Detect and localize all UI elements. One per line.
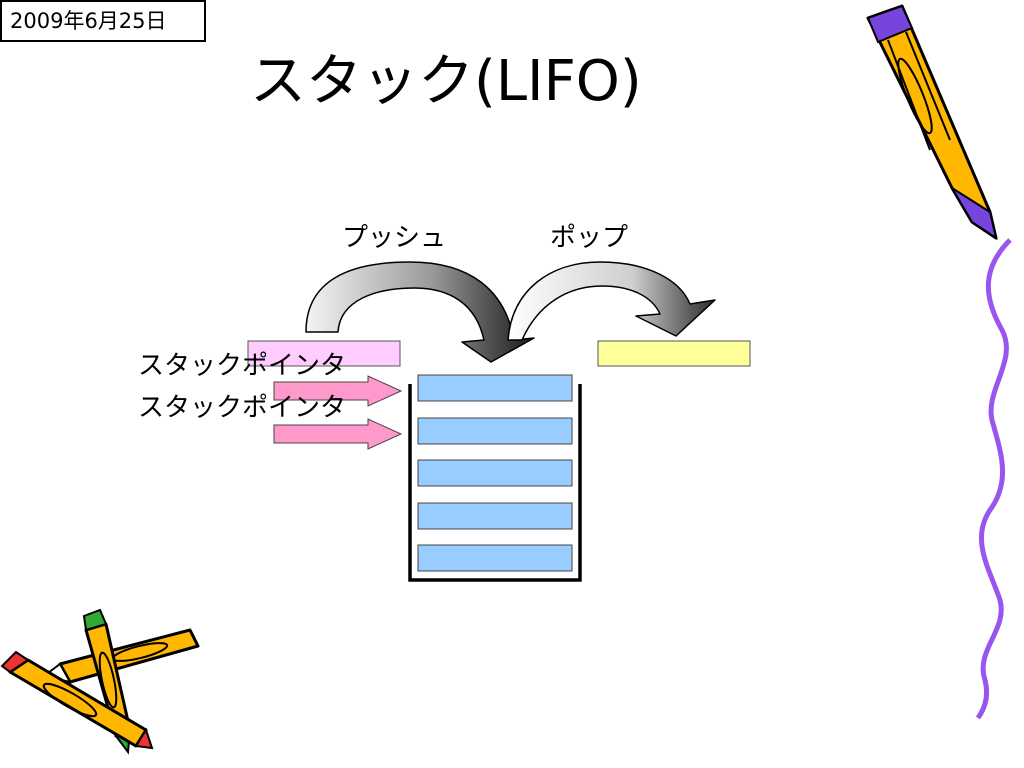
stack-slot: [417, 502, 573, 530]
pop-arrow: [507, 261, 716, 341]
stack-pointer-label: スタックポインタ: [138, 351, 347, 381]
stack-pointer-label: スタックポインタ: [138, 393, 347, 423]
stack-slot: [417, 374, 573, 402]
pencil-icon: [866, 4, 998, 241]
pop-item-box: [597, 340, 751, 367]
stack-container: [408, 384, 582, 582]
push-label: プッシュ: [342, 223, 447, 253]
wavy-line: [975, 238, 1012, 720]
stack-slot: [417, 459, 573, 487]
push-item-box: [247, 340, 401, 367]
pop-label: ポップ: [550, 223, 629, 253]
stack-pointer-arrow: [273, 418, 403, 450]
stack-slot: [417, 544, 573, 572]
stack-slot: [417, 417, 573, 445]
slide-title: スタック(LIFO): [250, 49, 642, 114]
stack-pointer-arrow: [273, 375, 403, 407]
push-arrow: [305, 261, 535, 363]
crossed-pencils-icon: [0, 608, 200, 755]
date-label: 2009年6月25日: [0, 0, 206, 42]
